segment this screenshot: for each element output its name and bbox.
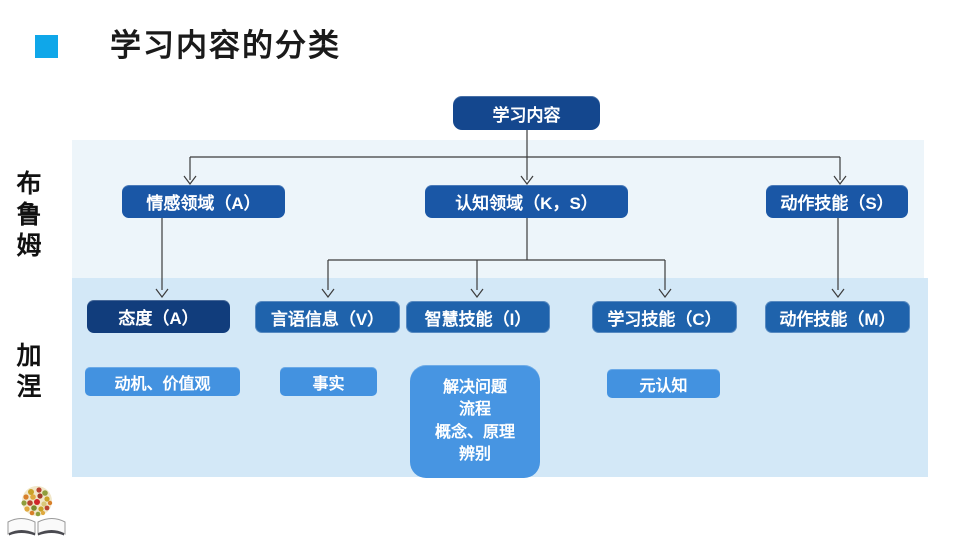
node-intellectual-skills: 智慧技能（I） [406, 301, 550, 333]
node-learning-skills: 学习技能（C） [592, 301, 737, 333]
node-metacognition: 元认知 [607, 369, 720, 398]
problem-line-2: 流程 [458, 401, 491, 419]
title-bullet-icon [35, 35, 58, 58]
node-problem-solving: 解决问题 流程 概念、原理 辨别 [410, 365, 540, 478]
node-motor-skill-m: 动作技能（M） [765, 301, 910, 333]
problem-line-1: 解决问题 [442, 378, 507, 396]
node-motivation-values: 动机、价值观 [85, 367, 240, 396]
node-verbal-information: 言语信息（V） [255, 301, 400, 333]
node-attitude: 态度（A） [87, 300, 230, 333]
side-label-bloom: 布鲁姆 [13, 170, 41, 263]
node-learning-content: 学习内容 [453, 96, 600, 130]
node-affective-domain: 情感领域（A） [122, 185, 285, 218]
side-label-gagne: 加涅 [13, 342, 41, 404]
node-cognitive-domain: 认知领域（K，S） [425, 185, 628, 218]
problem-line-3: 概念、原理 [434, 423, 515, 441]
node-motor-skill-s: 动作技能（S） [766, 185, 908, 218]
open-book-logo-icon [7, 486, 66, 536]
node-facts: 事实 [280, 367, 377, 396]
problem-line-4: 辨别 [458, 445, 491, 463]
page-title: 学习内容的分类 [110, 28, 341, 63]
